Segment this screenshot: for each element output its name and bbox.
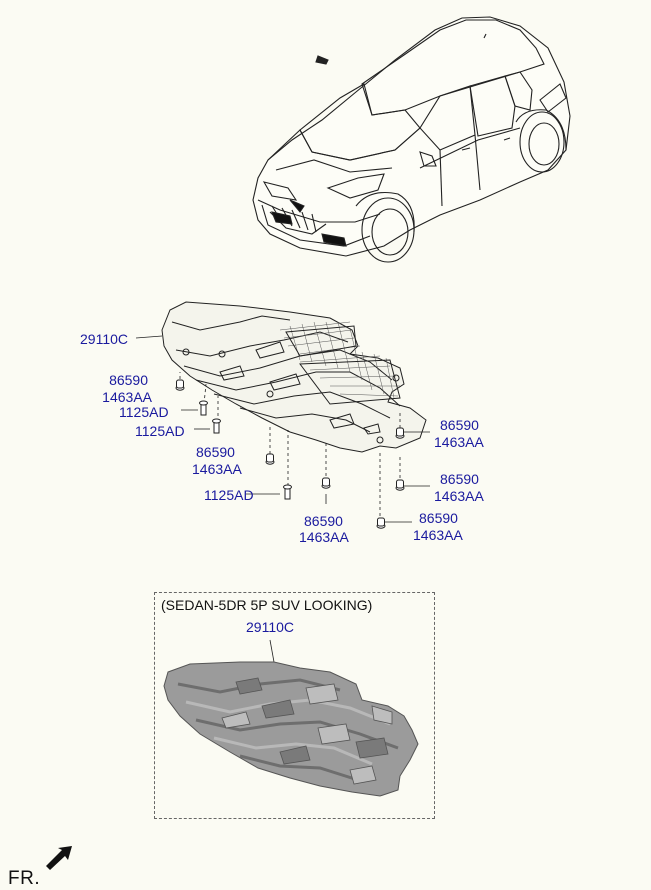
car-illustration [252, 16, 571, 263]
leader-lines [135, 335, 430, 523]
variant-note: (SEDAN-5DR 5P SUV LOOKING) [161, 597, 373, 613]
callout-center-clip-code1: 86590 [196, 444, 235, 460]
callout-center-clip-code2: 1463AA [192, 461, 242, 477]
callout-fl-clip-code1: 86590 [109, 372, 148, 388]
clip-icon-r-low [376, 517, 386, 529]
callout-bottom-clip-code1: 86590 [304, 513, 343, 529]
callout-r-clip-mid-code1: 86590 [440, 471, 479, 487]
callout-r-clip-low-code2: 1463AA [413, 527, 463, 543]
clip-icon-bottom [321, 477, 331, 489]
callout-r-clip-mid-code2: 1463AA [434, 488, 484, 504]
front-arrow-icon [46, 846, 72, 870]
callout-bolt-mid: 1125AD [135, 423, 185, 439]
bolt-icon-low [283, 484, 292, 500]
variant-dashed-box [154, 592, 435, 819]
callout-bolt-low: 1125AD [204, 487, 254, 503]
front-orientation-label: FR. [8, 868, 41, 889]
variant-part-callout: 29110C [246, 619, 295, 635]
callout-r-clip-top-code2: 1463AA [434, 434, 484, 450]
undercover-panel-drawing [161, 301, 427, 453]
callout-bolt-top: 1125AD [119, 404, 169, 420]
callout-r-clip-top-code1: 86590 [440, 417, 479, 433]
clip-icon-center [265, 453, 275, 465]
clip-icon-fl [175, 379, 185, 391]
bolt-icon-mid [212, 418, 221, 434]
clip-icon-r-mid [395, 479, 405, 491]
fastener-icons [175, 379, 405, 529]
callout-bottom-clip-code2: 1463AA [299, 529, 349, 545]
variant-panel-render [163, 639, 419, 797]
clip-icon-r-top [395, 427, 405, 439]
callout-r-clip-low-code1: 86590 [419, 510, 458, 526]
bolt-icon-top [199, 400, 208, 416]
callout-fl-clip-code2: 1463AA [102, 389, 152, 405]
callout-main-panel: 29110C [80, 331, 129, 347]
